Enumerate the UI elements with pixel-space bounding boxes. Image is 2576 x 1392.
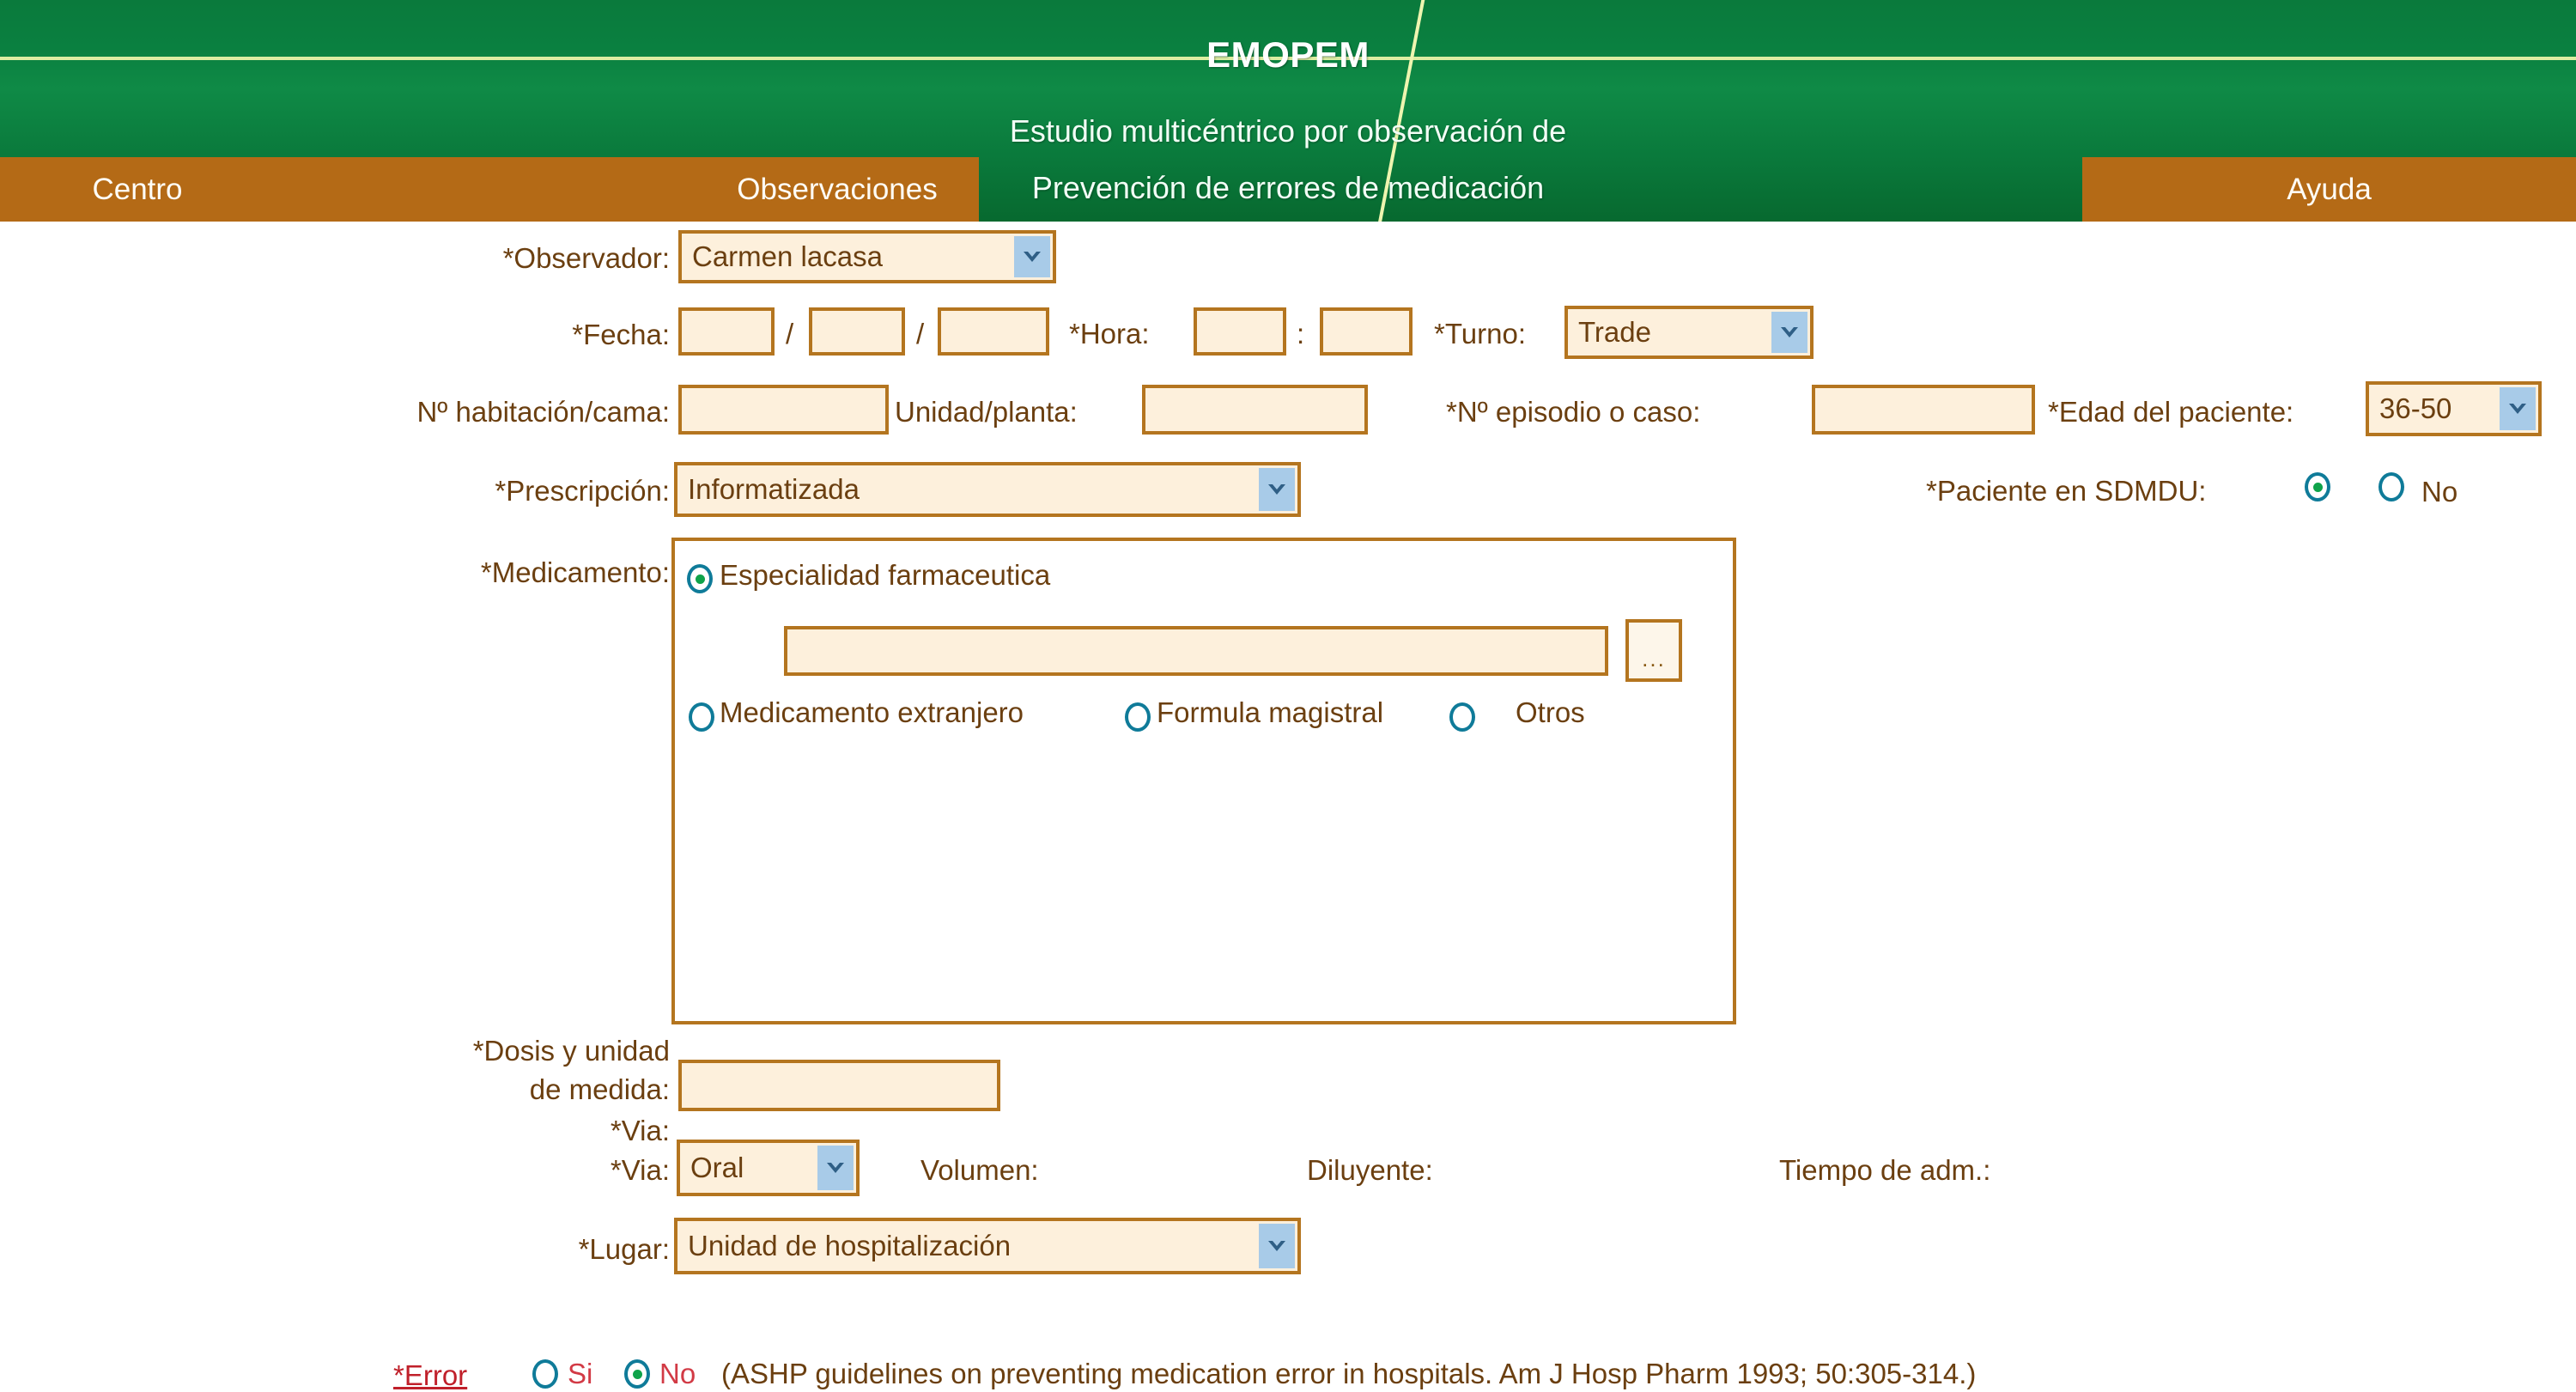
lugar-select[interactable]: Unidad de hospitalización [674,1218,1301,1274]
prescripcion-value: Informatizada [688,473,860,505]
tiempo-label: Tiempo de adm.: [1779,1154,1991,1186]
episodio-input[interactable] [1812,385,2035,435]
medicamento-extranjero-label: Medicamento extranjero [720,696,1024,728]
turno-label: *Turno: [1434,318,1526,350]
error-citation: (ASHP guidelines on preventing medicatio… [721,1358,1977,1389]
via-select[interactable]: Oral [677,1140,860,1196]
via-value: Oral [690,1152,744,1183]
edad-label: *Edad del paciente: [2048,396,2294,428]
sdmdu-label: *Paciente en SDMDU: [1926,475,2207,507]
fecha-sep-1: / [786,318,794,350]
main-navigation: Centro Observaciones Ayuda [0,157,2576,222]
hora-sep: : [1297,318,1305,350]
lugar-value: Unidad de hospitalización [688,1230,1012,1261]
nav-item-ayuda-label: Ayuda [2287,172,2372,206]
turno-value: Trade [1578,316,1651,348]
lugar-label: *Lugar: [578,1233,670,1265]
dosis-label-line2: de medida: [529,1073,670,1105]
nav-item-centro-label: Centro [92,172,183,206]
nav-item-observaciones-label: Observaciones [737,172,938,206]
medicamento-radio-formula[interactable] [1125,702,1151,732]
error-radio-yes[interactable] [532,1359,558,1389]
fecha-day-input[interactable] [678,307,775,356]
volumen-label: Volumen: [920,1154,1039,1186]
site-subtitle-line2: Prevención de errores de medicación [1031,170,1545,205]
observador-select[interactable]: Carmen lacasa [678,230,1056,283]
chevron-down-icon[interactable] [1259,468,1295,511]
medicamento-search-input[interactable] [784,626,1608,676]
via-label-display: *Via: [610,1154,670,1186]
habitacion-label: Nº habitación/cama: [416,396,670,428]
observation-form: *Observador: Carmen lacasa *Fecha: / / *… [0,222,2576,1391]
observador-value: Carmen lacasa [692,240,883,272]
via-label: *Via: [610,1115,670,1146]
nav-item-observaciones[interactable]: Observaciones [0,157,979,222]
prescripcion-label: *Prescripción: [495,475,670,507]
medicamento-especialidad-label: Especialidad farmaceutica [720,559,1051,591]
dosis-input[interactable] [678,1060,1000,1111]
site-subtitle-line1: Estudio multicéntrico por observación de [1009,113,1567,149]
nav-item-centro[interactable]: Centro [0,157,979,222]
medicamento-radio-otros[interactable] [1449,702,1475,732]
diluyente-label: Diluyente: [1307,1154,1433,1186]
sdmdu-radio-no[interactable] [2379,472,2404,501]
fecha-year-input[interactable] [938,307,1049,356]
sdmdu-no-label: No [2421,476,2458,508]
medicamento-formula-label: Formula magistral [1157,696,1384,728]
hora-label: *Hora: [1069,318,1150,350]
nav-item-ayuda[interactable]: Ayuda [2082,157,2576,222]
chevron-down-icon[interactable] [817,1146,854,1190]
fecha-month-input[interactable] [809,307,905,356]
chevron-down-icon[interactable] [1771,312,1807,353]
edad-value: 36-50 [2379,392,2452,424]
fecha-sep-2: / [916,318,925,350]
chevron-down-icon[interactable] [1014,236,1050,277]
turno-select[interactable]: Trade [1564,306,1814,359]
header-center-panel [979,0,2082,222]
page-header: EMOPEM Estudio multicéntrico por observa… [0,0,2576,222]
medicamento-fieldset [671,538,1736,1024]
medicamento-browse-button[interactable]: ... [1625,619,1682,682]
header-center-accent-line [979,57,2082,60]
medicamento-browse-label: ... [1642,646,1666,672]
medicamento-radio-especialidad[interactable] [687,564,713,593]
sdmdu-radio-yes[interactable] [2305,472,2330,501]
chevron-down-icon[interactable] [2500,387,2536,430]
error-yes-label: Si [568,1358,593,1389]
medicamento-label: *Medicamento: [480,556,670,588]
medicamento-otros-label: Otros [1516,696,1585,728]
site-title: EMOPEM [1206,34,1370,75]
error-link[interactable]: *Error [393,1359,468,1391]
unidad-input[interactable] [1142,385,1368,435]
unidad-label: Unidad/planta: [895,396,1078,428]
habitacion-input[interactable] [678,385,889,435]
fecha-label: *Fecha: [572,319,670,350]
medicamento-radio-extranjero[interactable] [689,702,714,732]
error-no-label: No [659,1358,696,1389]
hora-mm-input[interactable] [1320,307,1413,356]
chevron-down-icon[interactable] [1259,1224,1295,1268]
dosis-label-line1: *Dosis y unidad [472,1035,670,1067]
prescripcion-select[interactable]: Informatizada [674,462,1301,517]
error-radio-no[interactable] [624,1359,650,1389]
edad-select[interactable]: 36-50 [2366,381,2542,436]
observador-label: *Observador: [502,242,670,274]
episodio-label: *Nº episodio o caso: [1446,396,1701,428]
hora-hh-input[interactable] [1194,307,1286,356]
